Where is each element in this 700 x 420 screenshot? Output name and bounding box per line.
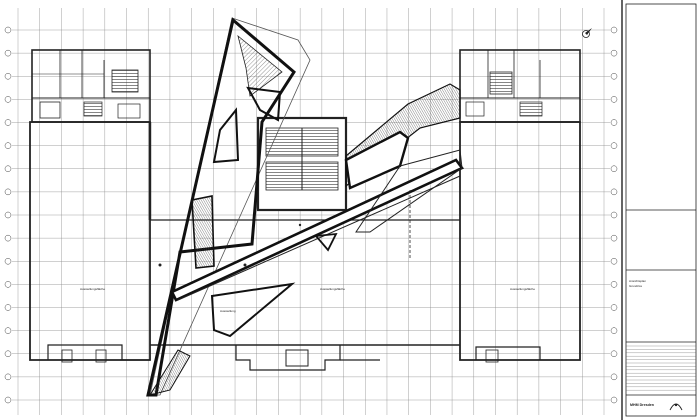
grid-bubble: [610, 373, 618, 381]
grid-bubble: [4, 119, 12, 126]
grid-axis-markers: [4, 26, 618, 404]
grid-bubble: [610, 396, 618, 404]
upper-bridge: [344, 83, 463, 260]
grid-bubble: [4, 258, 12, 265]
grid-bubble: [4, 188, 12, 196]
grid-bubble: [4, 73, 12, 80]
grid-bubble: [4, 142, 12, 149]
grid-bubble: [4, 234, 12, 242]
grid-bubble: [4, 304, 12, 311]
grid-bubble: [610, 281, 618, 288]
grid-bubble: [610, 188, 618, 196]
grid-bubble: [610, 304, 618, 311]
title-block-rows: [626, 345, 696, 391]
grid-bubble: [4, 350, 12, 357]
project-title: MHM Dresden: [630, 403, 654, 407]
north-arrow-icon: [582, 28, 592, 38]
company-logo-icon: [669, 403, 683, 411]
fixtures: [158, 223, 302, 267]
grid-bubble: [4, 96, 12, 103]
grid-bubble: [4, 165, 12, 172]
grid-bubble: [610, 73, 618, 80]
grid-bubble: [4, 281, 12, 288]
grid-bubble: [4, 373, 12, 381]
grid-bubble: [610, 258, 618, 265]
right-wing: Ausstellungsfläche: [459, 49, 581, 363]
grid-bubble: [610, 26, 618, 34]
grid-bubble: [610, 350, 618, 357]
grid-bubble: [610, 119, 618, 126]
center-hall-label: Ausstellungsfläche: [320, 287, 345, 291]
grid-bubble: [610, 142, 618, 149]
grid-bubble: [4, 327, 12, 334]
title-block: Ansichtsplan Grundriss MHM Dresden: [621, 0, 697, 420]
left-hall-label: Ausstellungsfläche: [80, 287, 105, 291]
grid-bubble: [610, 327, 618, 334]
grid-bubble: [610, 96, 618, 103]
grid-bubble: [610, 165, 618, 172]
grid-bubble: [610, 211, 618, 219]
left-wing: Ausstellungsfläche: [29, 49, 152, 363]
grid-bubble: [4, 211, 12, 219]
grid-bubble: [4, 396, 12, 404]
wedge-spike: [146, 17, 311, 397]
stamp-line-1: Ansichtsplan: [629, 279, 646, 283]
grid-bubble: [4, 49, 12, 57]
grid-bubble: [4, 26, 12, 34]
stamp-line-2: Grundriss: [629, 284, 643, 288]
wedge-room-label: Ausstellung: [220, 309, 236, 313]
right-hall-label: Ausstellungsfläche: [510, 287, 535, 291]
central-stair-core: [256, 116, 348, 212]
structural-grid: [12, 8, 610, 415]
grid-bubble: [610, 49, 618, 57]
grid-bubble: [610, 234, 618, 242]
